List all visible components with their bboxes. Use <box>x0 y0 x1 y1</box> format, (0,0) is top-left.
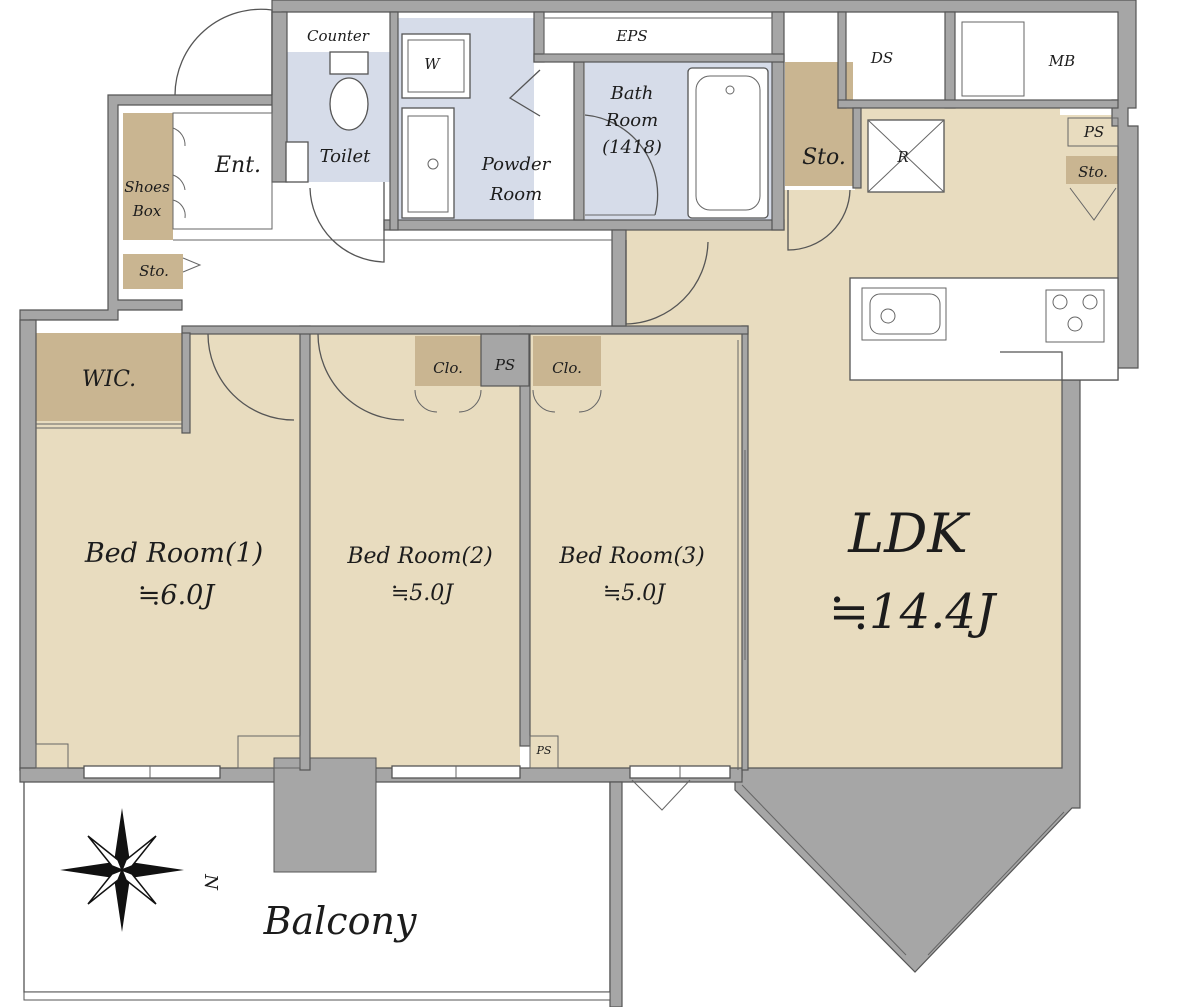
counter-label: Counter <box>307 27 370 45</box>
powder-room-label-1: Powder <box>481 154 552 175</box>
floor-fills <box>36 18 1118 960</box>
wall-mb-bottom <box>837 99 1119 109</box>
ps-center-label: PS <box>494 356 515 374</box>
balcony-right-wall <box>609 781 623 1007</box>
wic-floor <box>36 333 182 421</box>
wall-bath-right <box>771 11 785 231</box>
bed3-label: Bed Room(3) <box>558 544 704 569</box>
compass-rose-icon <box>60 808 184 932</box>
bed1-size: ≒6.0J <box>138 580 217 611</box>
wall-wet-bottom <box>383 219 785 231</box>
balcony-label: Balcony <box>263 899 417 943</box>
clo-b-label: Clo. <box>552 359 582 377</box>
wall-sto-kitchen <box>852 107 862 189</box>
wall-bath-left <box>573 61 585 221</box>
left-inner-wall <box>19 319 37 771</box>
bed1-label: Bed Room(1) <box>84 538 263 569</box>
wall-mb <box>944 11 956 109</box>
entrance-label: Ent. <box>214 153 261 178</box>
wall-ds <box>837 11 847 109</box>
ps-small-label: PS <box>536 744 552 757</box>
balcony-bottom-rail <box>23 991 611 1001</box>
sto-right-floor <box>1066 156 1118 184</box>
wall-wic-right <box>181 332 191 434</box>
powder-room-label-2: Room <box>489 184 542 205</box>
wall-bed1-bed2 <box>299 325 311 771</box>
sto-entrance-floor <box>123 254 183 289</box>
wall-entrance-right <box>611 229 627 327</box>
compass-north-label: N <box>200 873 221 891</box>
wic-label: WIC. <box>82 367 136 392</box>
bath-room-label-3: (1418) <box>602 137 662 158</box>
clo-a-label: Clo. <box>433 359 463 377</box>
sto-kitchen-label: Sto. <box>802 145 846 170</box>
bed2-floor <box>310 333 520 769</box>
wall-toilet-right <box>389 11 399 231</box>
toilet-label: Toilet <box>320 146 372 167</box>
mb-label: MB <box>1048 52 1075 70</box>
ds-label: DS <box>870 49 893 67</box>
wall-toilet-left <box>271 11 288 183</box>
labels: LDK ≒14.4J Bed Room(1) ≒6.0J Bed Room(2)… <box>82 27 1108 943</box>
detail-lines <box>23 8 1119 1007</box>
bath-room-label-1: Bath <box>610 83 654 104</box>
shoes-box-label-1: Shoes <box>124 178 170 196</box>
ldk-size: ≒14.4J <box>829 584 998 640</box>
wall-eps-bottom <box>533 53 785 63</box>
clo-a-floor <box>415 336 481 386</box>
wall-corridor-bottom <box>181 325 749 335</box>
clo-b-floor <box>533 336 601 386</box>
ldk-floor <box>626 108 1118 960</box>
ldk-label: LDK <box>847 502 970 565</box>
bed3-size: ≒5.0J <box>603 581 666 606</box>
sto-right-label: Sto. <box>1078 163 1108 181</box>
bed3-floor <box>530 333 742 769</box>
wall-clo-ps <box>480 333 530 387</box>
bath-room-label-2: Room <box>605 110 658 131</box>
shoes-box-label-2: Box <box>132 202 162 220</box>
bed2-size: ≒5.0J <box>391 581 454 606</box>
balcony-pillar <box>273 757 377 873</box>
washer-label: W <box>424 55 441 73</box>
sto-entrance-label: Sto. <box>139 262 169 280</box>
bed2-label: Bed Room(2) <box>346 544 492 569</box>
shoes-box-floor <box>123 113 173 240</box>
wall-bed2-bed3 <box>519 325 531 747</box>
fridge-label: R <box>896 148 908 166</box>
ps-right-label: PS <box>1083 123 1104 141</box>
walls <box>19 0 1139 973</box>
eps-label: EPS <box>615 27 647 45</box>
